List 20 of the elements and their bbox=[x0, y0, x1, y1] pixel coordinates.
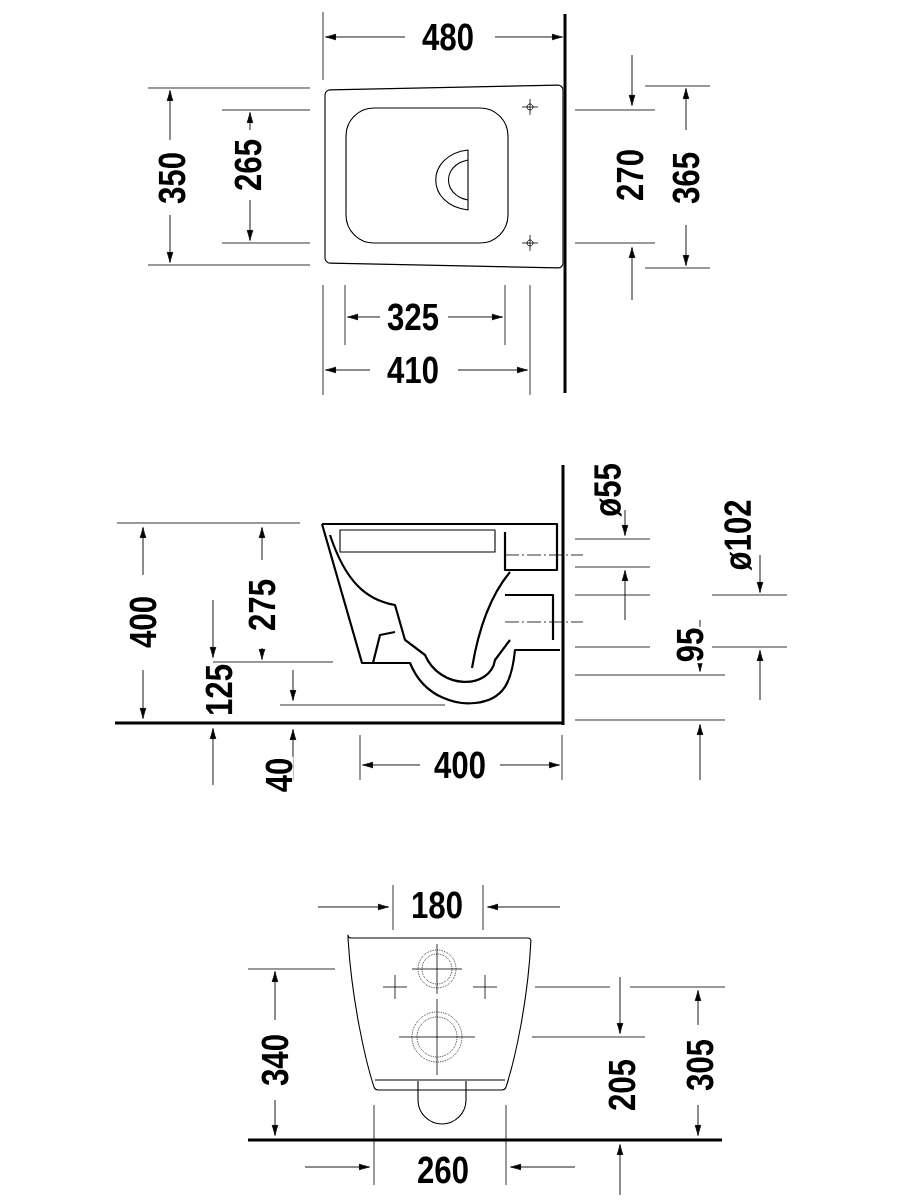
dimension-label: 400 bbox=[128, 595, 158, 649]
dimension-label: 325 bbox=[386, 302, 440, 332]
dimension-label: ø55 bbox=[593, 462, 623, 518]
dimension-label: ø102 bbox=[723, 498, 753, 572]
dimension-label: 40 bbox=[264, 756, 294, 794]
dimension-label: 340 bbox=[260, 1033, 290, 1087]
dimension-label: 125 bbox=[204, 663, 234, 717]
dimension-label: 410 bbox=[386, 355, 440, 385]
dimension-label: 400 bbox=[433, 750, 487, 780]
dimension-label: 275 bbox=[247, 578, 277, 632]
dimension-label: 260 bbox=[416, 1155, 470, 1185]
dimension-label: 265 bbox=[233, 138, 263, 192]
dimension-label: 205 bbox=[607, 1058, 637, 1112]
dimension-label: 350 bbox=[157, 151, 187, 205]
dimension-label: 180 bbox=[410, 890, 464, 920]
dimension-label: 270 bbox=[615, 148, 645, 202]
dimension-label: 480 bbox=[421, 22, 475, 52]
dimension-label: 365 bbox=[671, 151, 701, 205]
dimension-label: 305 bbox=[685, 1038, 715, 1092]
dimension-label: 95 bbox=[675, 626, 705, 664]
